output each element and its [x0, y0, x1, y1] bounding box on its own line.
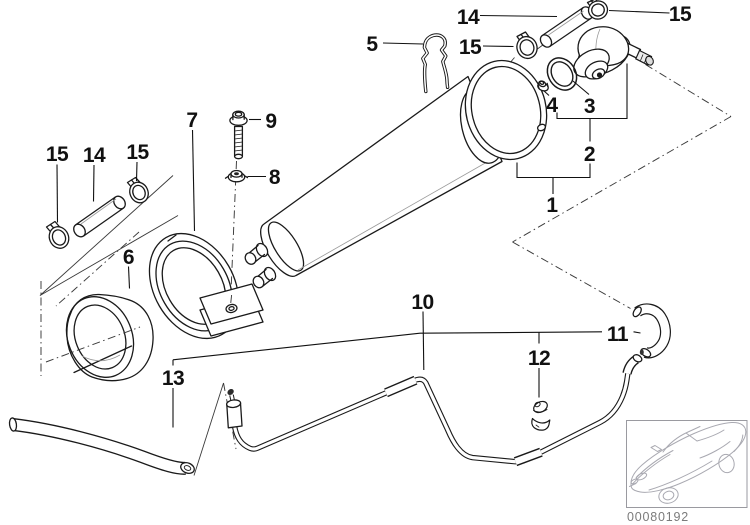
- callouts: 5 14 15 15 4 3 2 1 9 7 8 15 14 15 6 13 10 12 11: [46, 3, 693, 390]
- inset-border: [626, 420, 748, 508]
- filter-end-cap: [464, 59, 548, 161]
- o-ring: [546, 57, 578, 91]
- car-silhouette-icon: [629, 421, 747, 504]
- hose-clamp-right: [126, 176, 149, 204]
- callout-12: 12: [528, 347, 550, 370]
- vent-hose: [632, 303, 671, 359]
- callout-8: 8: [269, 166, 281, 189]
- bracket-item-3: [556, 63, 628, 120]
- callout-2: 2: [584, 143, 595, 166]
- pressure-regulator: [573, 26, 654, 80]
- callout-3: 3: [584, 95, 595, 118]
- ring-bore: [73, 304, 127, 370]
- fuel-hose-left: [8, 417, 195, 475]
- tube-piece-left: [73, 195, 126, 238]
- part-number: 00080192: [627, 510, 689, 524]
- hose-clamp-left: [45, 220, 70, 249]
- filter-inlet-nipples: [244, 242, 277, 289]
- callout-4: 4: [546, 94, 558, 117]
- callout-15-right: 15: [126, 141, 149, 164]
- hose-clamp-mid: [516, 31, 538, 60]
- callout-11: 11: [607, 323, 629, 346]
- tube-opening-top: [539, 34, 553, 48]
- leader-lines: [56, 9, 670, 428]
- hairpin-clip: [421, 33, 450, 94]
- callout-7: 7: [186, 109, 197, 132]
- bracket-item-2: [516, 162, 591, 179]
- callout-14-left: 14: [83, 144, 106, 167]
- callout-1: 1: [546, 194, 558, 217]
- callout-15-top: 15: [669, 3, 692, 26]
- line-clip: [531, 400, 551, 431]
- car-inset: [626, 420, 748, 508]
- callout-14-top: 14: [457, 6, 480, 29]
- callout-13: 13: [162, 367, 184, 390]
- filter-outlet-nub: [536, 123, 547, 132]
- hose-clamp-top: [586, 0, 609, 20]
- screw: [537, 80, 549, 92]
- band-clamp: [148, 232, 264, 340]
- callout-15-left: 15: [46, 143, 69, 166]
- callout-9: 9: [265, 110, 276, 133]
- fuel-pipe: [225, 354, 643, 467]
- tube-piece-top: [539, 6, 594, 48]
- callout-6: 6: [123, 246, 134, 269]
- bolt: [229, 110, 248, 160]
- bracket-bolt-hole: [225, 303, 238, 314]
- callout-10: 10: [411, 291, 433, 314]
- tube-opening: [73, 223, 86, 238]
- construction-lines: [39, 44, 732, 476]
- nut: [224, 169, 249, 183]
- callout-15-mid: 15: [459, 36, 482, 59]
- callout-5: 5: [366, 33, 378, 56]
- fuel-filter: [244, 59, 548, 289]
- rubber-ring: [45, 293, 154, 382]
